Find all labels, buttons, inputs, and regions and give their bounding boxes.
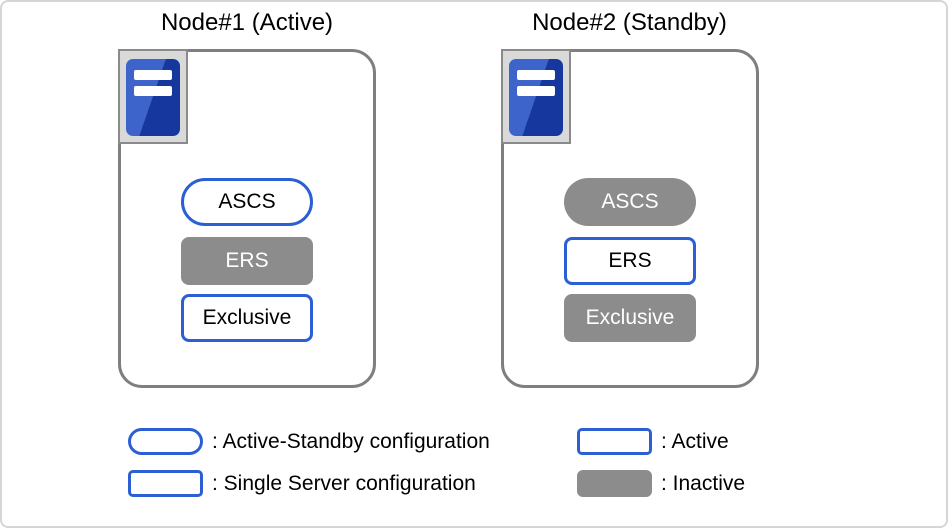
ers-box-node2: ERS (564, 237, 696, 285)
pill-shape-swatch (128, 428, 203, 455)
server-drive-bay-icon (134, 70, 172, 80)
server-icon (118, 49, 188, 144)
legend-label: : Single Server configuration (212, 472, 476, 495)
ascs-box-node2: ASCS (564, 178, 696, 226)
legend-item-inactive: : Inactive (577, 470, 745, 497)
server-drive-bay-icon (134, 86, 172, 96)
legend-label: : Inactive (661, 472, 746, 495)
server-tower-icon (126, 59, 180, 136)
legend-label: : Active (661, 430, 729, 453)
exclusive-box-node1: Exclusive (181, 294, 313, 342)
server-drive-bay-icon (517, 86, 555, 96)
server-tower-icon (509, 59, 563, 136)
legend-item-single-server: : Single Server configuration (128, 470, 476, 497)
active-state-swatch (577, 428, 652, 455)
legend-label: : Active-Standby configuration (212, 430, 490, 453)
server-icon (501, 49, 571, 144)
ers-box-node1: ERS (181, 237, 313, 285)
rect-shape-swatch (128, 470, 203, 497)
ascs-box-node1: ASCS (181, 178, 313, 226)
inactive-state-swatch (577, 470, 652, 497)
node2-title: Node#2 (Standby) (532, 9, 727, 36)
exclusive-box-node2: Exclusive (564, 294, 696, 342)
legend-item-active-standby: : Active-Standby configuration (128, 428, 490, 455)
server-drive-bay-icon (517, 70, 555, 80)
legend-item-active: : Active (577, 428, 729, 455)
node1-title: Node#1 (Active) (160, 9, 334, 36)
